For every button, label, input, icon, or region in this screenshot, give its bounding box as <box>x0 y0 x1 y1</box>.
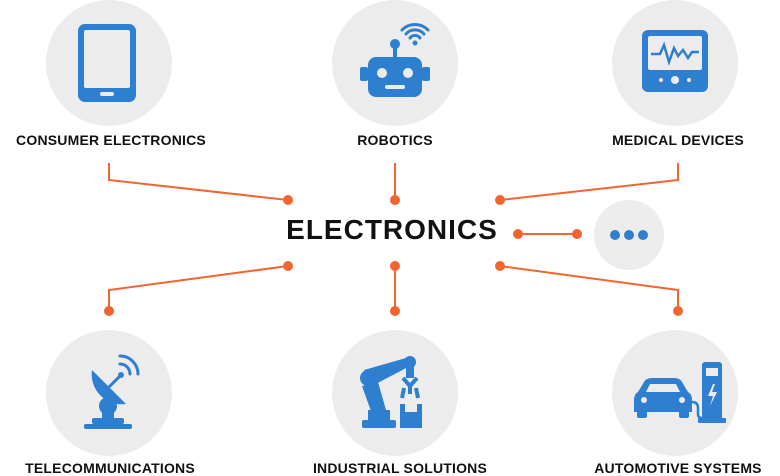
robotic-arm-icon <box>360 356 422 428</box>
tablet-icon <box>78 24 136 102</box>
node-consumer-electronics <box>46 0 172 126</box>
label-industrial-solutions: INDUSTRIAL SOLUTIONS <box>312 460 488 476</box>
connector-automotive-systems <box>499 265 679 311</box>
label-automotive-systems: AUTOMOTIVE SYSTEMS <box>594 460 762 476</box>
node-medical-devices <box>612 0 738 126</box>
connector-dot <box>104 306 114 316</box>
connector-dot <box>390 261 400 271</box>
connector-dot <box>283 195 293 205</box>
satellite-dish-icon <box>84 354 140 429</box>
connector-dot <box>390 195 400 205</box>
connector-medical-devices <box>499 163 679 201</box>
connector-dot <box>673 306 683 316</box>
connector-consumer-electronics <box>108 163 289 201</box>
more-circle <box>594 200 664 270</box>
connector-dot <box>495 195 505 205</box>
label-telecommunications: TELECOMMUNICATIONS <box>25 460 195 476</box>
node-industrial-solutions <box>332 330 458 456</box>
label-consumer-electronics: CONSUMER ELECTRONICS <box>16 132 206 148</box>
node-automotive-systems <box>612 330 738 456</box>
connector-telecommunications <box>108 265 289 311</box>
label-robotics: ROBOTICS <box>357 132 433 148</box>
connector-dot <box>513 229 523 239</box>
center-title: ELECTRONICS <box>286 214 498 245</box>
label-medical-devices: MEDICAL DEVICES <box>612 132 744 148</box>
connector-dot <box>495 261 505 271</box>
node-telecommunications <box>46 330 172 456</box>
connector-dot <box>390 306 400 316</box>
electric-car-charging-icon <box>634 362 726 423</box>
node-robotics <box>332 0 458 126</box>
connector-dot <box>283 261 293 271</box>
heart-monitor-icon <box>642 30 708 92</box>
connector-dot <box>572 229 582 239</box>
more-dots-icon <box>610 230 648 240</box>
robot-icon <box>360 23 430 97</box>
